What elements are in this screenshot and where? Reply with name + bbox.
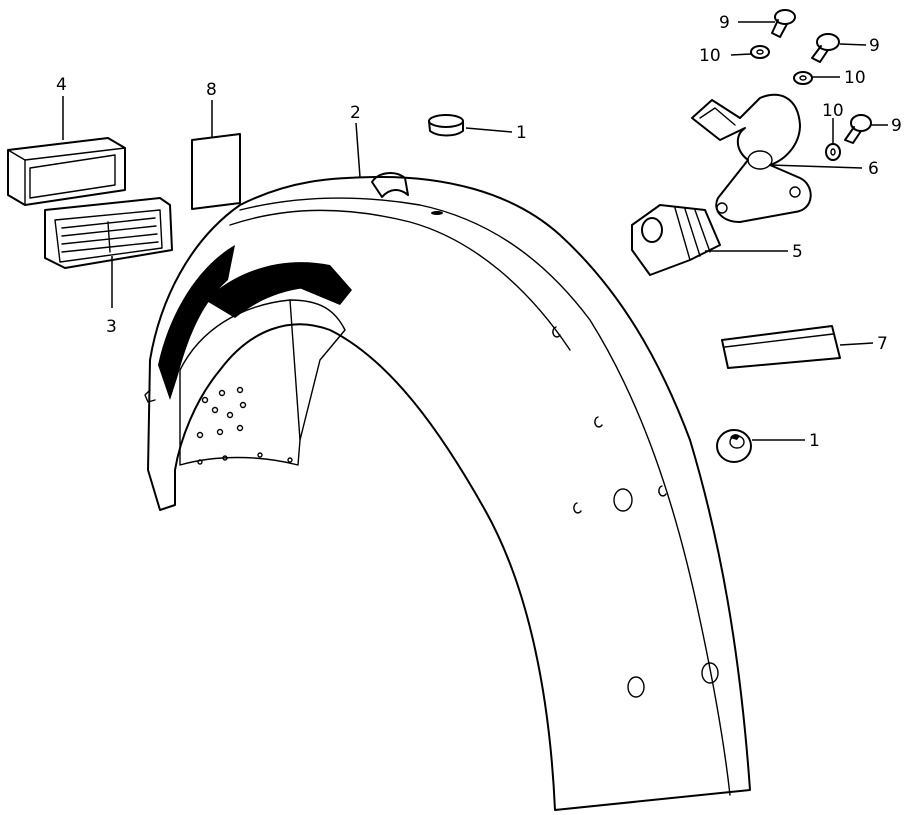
fender-mount-holes [552,326,719,698]
callout-8: 8 [206,80,217,100]
fender-underside-seam [289,299,301,441]
callout-10-middle: 10 [844,68,866,88]
callout-2: 2 [350,103,361,123]
callout-6: 6 [868,159,879,179]
callout-labels: 1 1 2 3 4 5 6 7 8 9 9 9 10 10 10 [56,13,902,451]
tail-lens-cover [7,137,126,206]
fender-top-slot [431,211,443,215]
callout-7: 7 [877,334,888,354]
fender-outline [147,175,751,811]
rear-fender [144,172,751,811]
fender-underside-holes [196,386,293,465]
callout-10-right: 10 [822,101,844,121]
license-bracket [691,93,812,223]
fender-inner-shadow [158,245,235,400]
callout-3: 3 [106,317,117,337]
washer-middle [793,71,813,85]
bolt-middle [811,33,840,63]
grommet-side [716,429,752,463]
fender-top-clip [371,172,409,198]
bolt-top [771,9,796,38]
caution-label [191,133,241,210]
callout-10-top: 10 [699,46,721,66]
callout-1-top: 1 [516,123,527,143]
fender-front-edge [144,389,156,403]
license-light [631,204,721,276]
callout-9-middle: 9 [869,36,880,56]
fender-underside [179,299,346,466]
callout-5: 5 [792,242,803,262]
fender-inner-lip [229,209,571,351]
leader-lines [62,21,888,441]
bolt-right [844,114,872,144]
washer-right [825,143,841,161]
callout-1-side: 1 [809,431,820,451]
reflector-strip [721,325,841,369]
tail-lens-base [44,197,173,269]
washer-top [750,45,770,59]
callout-9-top: 9 [719,13,730,33]
fender-inner-shadow-right [292,262,352,305]
callout-4: 4 [56,75,67,95]
callout-9-right: 9 [891,116,902,136]
fender-rib-line [239,197,731,796]
grommet-top [428,114,464,137]
